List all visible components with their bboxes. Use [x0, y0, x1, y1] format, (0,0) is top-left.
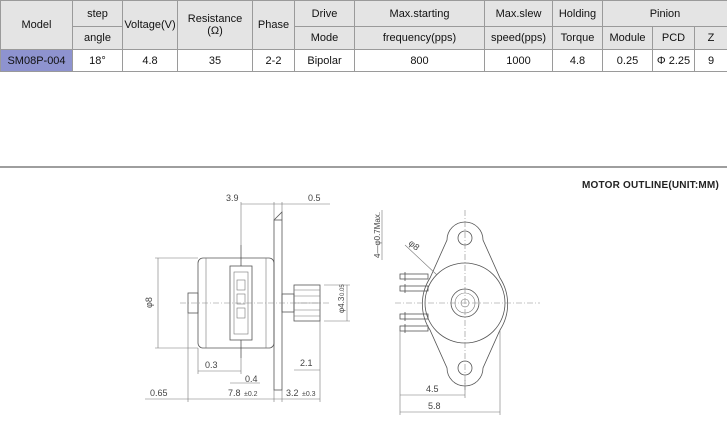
dim-phi8-side: φ8	[144, 297, 154, 308]
dim-7-8-tol: ±0.2	[244, 391, 258, 398]
header-resistance-line2: (Ω)	[207, 25, 223, 37]
cell-step-angle: 18°	[72, 49, 123, 72]
header-holding: Holding	[552, 0, 603, 27]
dim-0-5: 0.5	[308, 193, 321, 203]
header-pinion-z: Z	[693, 26, 727, 50]
header-max-starting-frequency: frequency(pps)	[354, 26, 485, 50]
motor-outline-drawing: 3.9 0.5 φ8 φ4.3 0.05 0.3 0.4 2.1 0.65 7.…	[144, 193, 540, 415]
header-resistance-line1: Resistance	[187, 13, 243, 25]
front-flange	[421, 221, 509, 387]
header-max-starting: Max.starting	[354, 0, 485, 27]
cell-drive-mode: Bipolar	[294, 49, 355, 72]
terminal-pins	[399, 272, 429, 333]
header-drive-mode: Mode	[294, 26, 355, 50]
cell-module: 0.25	[602, 49, 653, 72]
header-max-slew: Max.slew	[484, 0, 553, 27]
header-step: step	[72, 0, 123, 27]
header-resistance: Resistance (Ω)	[177, 0, 253, 50]
header-max-slew-speed: speed(pps)	[484, 26, 553, 50]
mounting-flange	[273, 219, 283, 391]
cell-z: 9	[693, 49, 727, 72]
header-voltage: Voltage(V)	[122, 0, 178, 50]
header-drive: Drive	[294, 0, 355, 27]
dim-4-5: 4.5	[426, 384, 439, 394]
header-pinion-module: Module	[602, 26, 653, 50]
dim-phi4-3-tol: 0.05	[340, 284, 346, 296]
dim-3-9: 3.9	[226, 193, 239, 203]
dim-2-1: 2.1	[300, 358, 313, 368]
cell-phase: 2-2	[252, 49, 295, 72]
header-phase: Phase	[252, 0, 295, 50]
dim-0-65: 0.65	[150, 388, 168, 398]
dim-5-8: 5.8	[428, 401, 441, 411]
cell-resistance: 35	[177, 49, 253, 72]
dim-3-2-tol: ±0.3	[302, 391, 316, 398]
dim-phi8-front: φ8	[407, 238, 422, 253]
cell-model: SM08P-004	[0, 49, 73, 72]
front-view: φ8 4—φ0.7Max. 4.5 5.8	[373, 210, 540, 415]
header-step-angle: angle	[72, 26, 123, 50]
specification-table: Model step Voltage(V) Resistance (Ω) Pha…	[0, 0, 727, 72]
header-pinion: Pinion	[601, 0, 727, 27]
dim-0-4: 0.4	[245, 374, 258, 384]
motor-outline-title: MOTOR OUTLINE(UNIT:MM)	[582, 180, 719, 191]
dim-phi4-3: φ4.3	[337, 296, 346, 313]
dim-7-8: 7.8	[228, 388, 241, 398]
cell-voltage: 4.8	[122, 49, 178, 72]
section-divider	[0, 166, 727, 168]
dim-0-3: 0.3	[205, 360, 218, 370]
cell-max-starting-frequency: 800	[354, 49, 485, 72]
cell-max-slew-speed: 1000	[484, 49, 553, 72]
side-view: 3.9 0.5 φ8 φ4.3 0.05 0.3 0.4 2.1 0.65 7.…	[144, 193, 350, 402]
cell-pcd: Φ 2.25	[652, 49, 695, 72]
cell-holding-torque: 4.8	[552, 49, 603, 72]
header-holding-torque: Torque	[552, 26, 603, 50]
header-pinion-pcd: PCD	[652, 26, 695, 50]
header-model: Model	[0, 0, 73, 50]
dim-3-2: 3.2	[286, 388, 299, 398]
dim-holes: 4—φ0.7Max.	[373, 212, 382, 258]
